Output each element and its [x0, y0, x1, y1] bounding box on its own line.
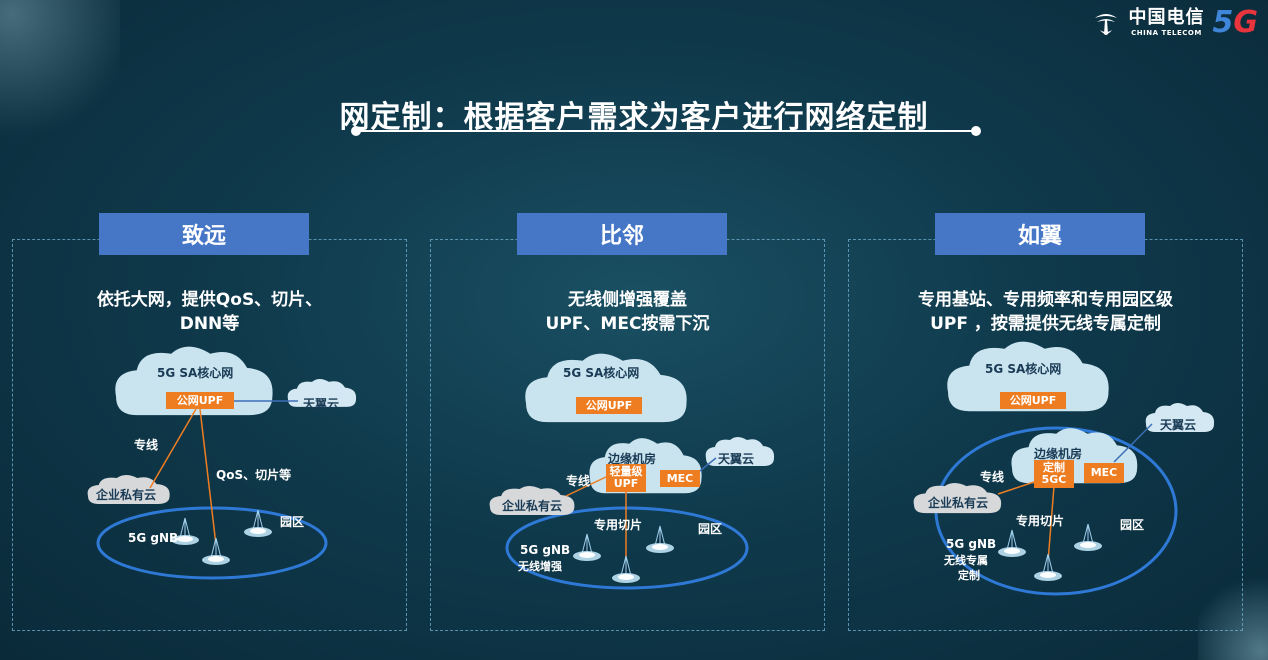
page-title: 网定制：根据客户需求为客户进行网络定制 — [339, 100, 929, 135]
panel2-desc-line2: UPF、MEC按需下沉 — [545, 314, 710, 334]
panel1-upf-box: 公网UPF — [166, 392, 234, 409]
panel2-gnb-label: 5G gNB — [520, 543, 571, 557]
panel3-upf-box: 公网UPF — [1000, 392, 1066, 409]
title-underline — [356, 130, 976, 132]
panel3-link-gnb — [1047, 485, 1055, 563]
panel3-custom-5gc-box: 定制5GC — [1034, 460, 1074, 488]
panel2-desc-line1: 无线侧增强覆盖 — [568, 290, 687, 310]
panel3-tower-3 — [1033, 553, 1063, 582]
panel1-qos-label: QoS、切片等 — [216, 468, 292, 482]
panel3-link-private — [997, 479, 1041, 495]
panel1-gnb-label: 5G gNB — [128, 531, 179, 545]
panel1-link-private — [149, 408, 197, 489]
china-telecom-emblem-icon — [1094, 14, 1117, 35]
panel2-graphics — [489, 353, 775, 590]
panel3-link-cloud — [1113, 423, 1153, 463]
panel3-line-label: 专线 — [980, 470, 1005, 484]
panel2-header: 比邻 — [517, 213, 727, 255]
panel3-mec-box: MEC — [1084, 463, 1124, 483]
panel1-desc-line2: DNN等 — [179, 314, 240, 334]
panel2-park-ellipse — [505, 506, 749, 590]
panel1-core-label: 5G SA核心网 — [157, 366, 234, 380]
panel2-light-upf-box: 轻量级UPF — [606, 464, 646, 492]
panel2-gnb-sub-label: 无线增强 — [518, 560, 562, 573]
panel2-tower-1 — [572, 533, 602, 562]
panel2-description: 无线侧增强覆盖 UPF、MEC按需下沉 — [430, 288, 825, 336]
panel3-gnb-sub-label-1: 无线专属 — [944, 554, 988, 567]
title-underline-right-dot — [971, 126, 981, 136]
panel1-header: 致远 — [99, 213, 309, 255]
panel3-slice-label: 专用切片 — [1016, 514, 1065, 528]
panel2-mec-box: MEC — [660, 470, 700, 487]
panel2-link-private — [565, 475, 609, 497]
panel1-tower-3 — [201, 537, 231, 566]
panel3-tower-2 — [1073, 523, 1103, 552]
panel2-slice-label: 专用切片 — [594, 518, 643, 532]
title-underline-left-dot — [351, 126, 361, 136]
panel2-core-label: 5G SA核心网 — [563, 366, 640, 380]
panel3-description: 专用基站、专用频率和专用园区级 UPF ，按需提供无线专属定制 — [848, 288, 1243, 336]
corner-decoration-bottom-right — [1198, 570, 1268, 660]
panel2-private-cloud-label: 企业私有云 — [502, 499, 563, 513]
panel2-tower-3 — [611, 555, 641, 584]
panel2-tianyi-label: 天翼云 — [718, 452, 755, 466]
panel1-tower-2 — [243, 509, 273, 538]
panel3-tower-1 — [997, 529, 1027, 558]
panel1-line-label: 专线 — [134, 438, 159, 452]
logo-text: 中国电信 CHINA TELECOM — [1129, 9, 1205, 37]
panel2-upf-box: 公网UPF — [576, 397, 642, 414]
panel1-private-cloud-label: 企业私有云 — [96, 488, 157, 502]
panel1-tianyi-label: 天翼云 — [303, 397, 340, 411]
panel3-park-label: 园区 — [1120, 518, 1145, 532]
panel2-line-label: 专线 — [566, 474, 591, 488]
panel2-tower-2 — [645, 525, 675, 554]
5g-badge: 5G — [1212, 5, 1259, 40]
panel1-park-label: 园区 — [280, 515, 305, 529]
panel1-desc-line1: 依托大网，提供QoS、切片、 — [96, 290, 323, 310]
corner-decoration-top-left — [0, 0, 120, 140]
panel3-header: 如翼 — [935, 213, 1145, 255]
logo-brand-en: CHINA TELECOM — [1131, 29, 1202, 37]
panel1-graphics — [87, 346, 357, 580]
panel1-link-gnb — [199, 408, 217, 546]
panel3-tianyi-label: 天翼云 — [1160, 418, 1197, 432]
panel3-desc-line2: UPF ，按需提供无线专属定制 — [930, 314, 1161, 334]
panel2-edge-room-label: 边缘机房 — [608, 452, 657, 466]
panel3-desc-line1: 专用基站、专用频率和专用园区级 — [918, 290, 1173, 310]
panel3-gnb-sub-label-2: 定制 — [958, 569, 980, 582]
panel3-gnb-label: 5G gNB — [946, 537, 997, 551]
panel1-description: 依托大网，提供QoS、切片、 DNN等 — [12, 288, 407, 336]
panel2-park-label: 园区 — [698, 522, 723, 536]
logo-brand-cn: 中国电信 — [1128, 7, 1205, 28]
panel3-edge-room-label: 边缘机房 — [1034, 447, 1083, 461]
panel3-private-cloud-label: 企业私有云 — [928, 496, 989, 510]
china-telecom-logo: 中国电信 CHINA TELECOM 5G — [1091, 5, 1259, 40]
panel3-core-label: 5G SA核心网 — [985, 362, 1062, 376]
panel3-graphics — [913, 341, 1215, 596]
